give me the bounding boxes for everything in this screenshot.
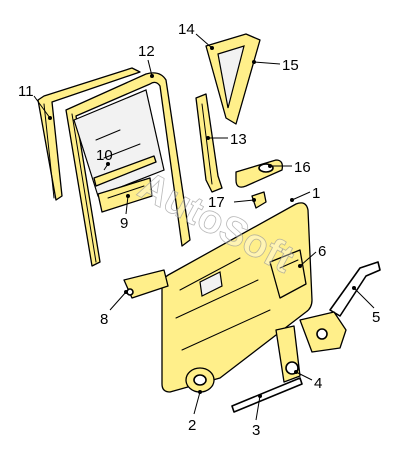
part-11-glass-run-strip <box>37 67 141 201</box>
door-glass <box>73 89 165 197</box>
callout-12: 12 <box>138 43 155 60</box>
part-1-door-panel <box>161 202 313 393</box>
callout-14: 14 <box>178 21 195 38</box>
callout-labels: 1 2 3 4 5 6 8 9 10 11 12 13 14 15 16 17 <box>18 21 380 439</box>
part-6-lock-mechanism <box>269 249 307 299</box>
regulator <box>299 311 347 353</box>
callout-2: 2 <box>188 417 196 434</box>
callout-13: 13 <box>230 131 247 148</box>
callout-3: 3 <box>252 422 260 439</box>
callout-16: 16 <box>294 159 311 176</box>
callout-4: 4 <box>314 375 322 392</box>
part-13-center-guide <box>195 93 223 193</box>
part-12-window-frame <box>65 72 191 267</box>
callout-17: 17 <box>208 194 225 211</box>
leader-lines <box>33 33 375 421</box>
callout-1: 1 <box>312 185 320 202</box>
part-2-speaker <box>185 367 215 393</box>
callout-8: 8 <box>100 311 108 328</box>
callout-15: 15 <box>282 57 299 74</box>
callout-6: 6 <box>318 243 326 260</box>
part-14-15-quarter-glass <box>205 33 261 125</box>
part-16-handle <box>235 159 284 188</box>
part-4-motor <box>275 325 301 383</box>
part-17-clip <box>251 191 267 209</box>
part-9-lift-bracket <box>97 177 153 213</box>
callout-9: 9 <box>120 215 128 232</box>
part-10-lower-channel <box>93 155 157 187</box>
part-3-seal-strip <box>231 377 303 413</box>
callout-10: 10 <box>96 147 113 164</box>
callout-11: 11 <box>18 83 34 100</box>
callout-5: 5 <box>372 309 380 326</box>
